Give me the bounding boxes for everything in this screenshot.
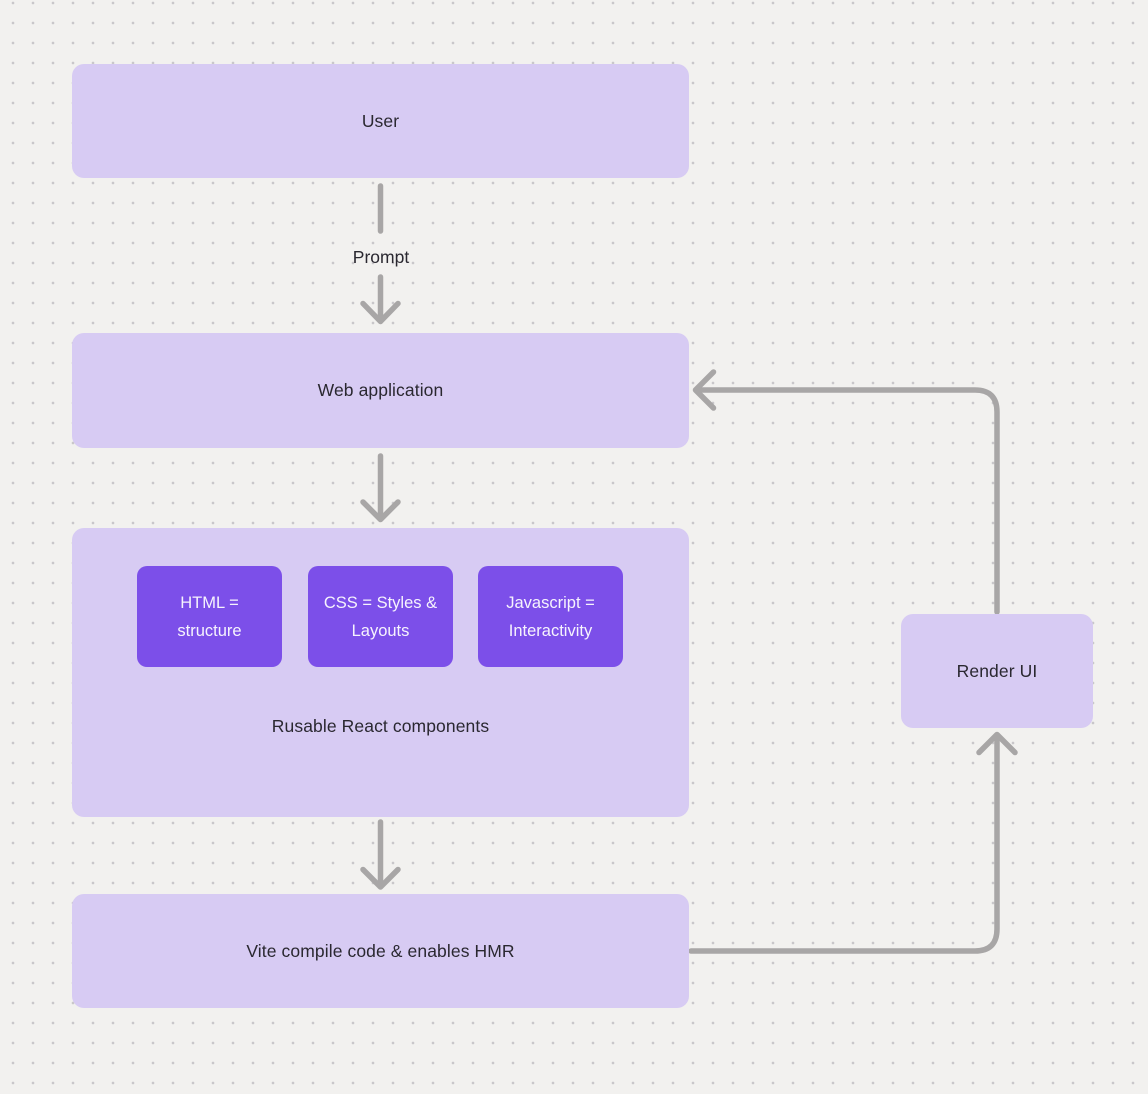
edge-prompt-to-webapp-arrowhead — [360, 300, 401, 325]
chip-css[interactable]: CSS = Styles & Layouts — [308, 566, 453, 667]
edge-webapp-to-group-arrowhead — [360, 499, 401, 523]
chip-css-label: CSS = Styles & Layouts — [323, 593, 438, 640]
edge-render-to-webapp-arrowhead — [692, 369, 717, 411]
node-vite-label: Vite compile code & enables HMR — [246, 940, 515, 961]
node-web-application-label: Web application — [317, 380, 444, 400]
node-render-ui-label: Render UI — [956, 660, 1038, 681]
node-user-label: User — [361, 110, 400, 131]
node-vite[interactable]: Vite compile code & enables HMR — [72, 894, 689, 1008]
node-render-ui[interactable]: Render UI — [901, 614, 1093, 728]
chip-javascript-label: Javascript = Interactivity — [506, 593, 595, 640]
chip-html[interactable]: HTML = structure — [137, 566, 282, 667]
components-group-caption: Rusable React components — [271, 716, 490, 736]
edge-render-to-webapp-line — [699, 387, 1000, 615]
edge-vite-to-render-line — [688, 737, 1000, 954]
chip-javascript[interactable]: Javascript = Interactivity — [478, 566, 623, 667]
node-components-group[interactable]: HTML = structure CSS = Styles & Layouts … — [72, 528, 689, 817]
edge-label-prompt: Prompt — [352, 246, 410, 267]
chip-html-label: HTML = structure — [177, 593, 242, 640]
edge-group-to-vite-arrowhead — [360, 866, 401, 890]
node-user[interactable]: User — [72, 64, 689, 178]
edge-vite-to-render-arrowhead — [976, 731, 1018, 756]
node-web-application[interactable]: Web application — [72, 333, 689, 448]
